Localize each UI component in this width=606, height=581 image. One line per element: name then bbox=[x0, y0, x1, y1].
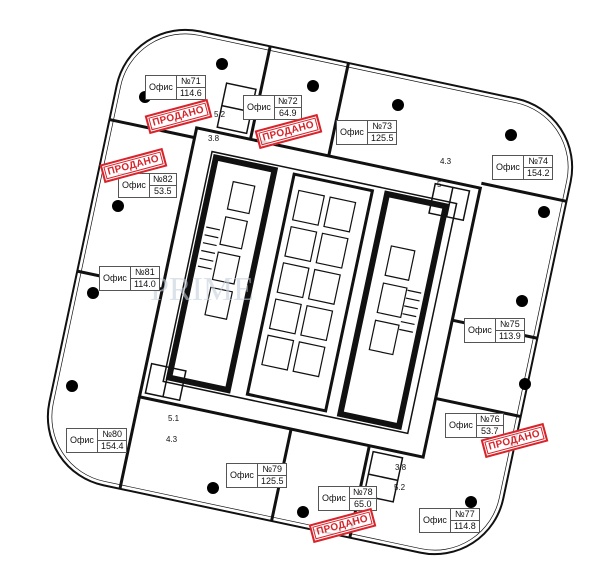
office-number: №73 bbox=[367, 121, 397, 133]
building-outline bbox=[46, 28, 574, 556]
office-number: №77 bbox=[450, 509, 479, 521]
office-area: 113.9 bbox=[498, 331, 521, 341]
office-area: 53.5 bbox=[154, 186, 172, 196]
office-number: №71 bbox=[176, 76, 205, 88]
office-number: №79 bbox=[257, 464, 287, 476]
office-word: Офис bbox=[465, 319, 496, 342]
office-number: №82 bbox=[149, 174, 176, 186]
office-number: №76 bbox=[476, 414, 503, 426]
office-number: №72 bbox=[274, 96, 301, 108]
office-word: Офис bbox=[493, 156, 524, 179]
small-room-area: 5.2 bbox=[214, 110, 226, 119]
small-room-area: 4.3 bbox=[166, 435, 178, 444]
office-word: Офис bbox=[67, 429, 98, 452]
office-area: 64.9 bbox=[279, 108, 297, 118]
small-room-area: 5.1 bbox=[168, 414, 180, 423]
office-number: №75 bbox=[495, 319, 524, 331]
office-word: Офис bbox=[319, 487, 350, 510]
small-room-area: 3.8 bbox=[208, 134, 220, 143]
office-area: 125.5 bbox=[370, 133, 394, 143]
office-word: Офис bbox=[119, 174, 150, 197]
small-room-area: 5 bbox=[437, 180, 442, 189]
office-area: 114.8 bbox=[453, 521, 476, 531]
small-room-area: 3.8 bbox=[395, 463, 407, 472]
small-room-area: 4.3 bbox=[440, 157, 452, 166]
office-number: №78 bbox=[349, 487, 376, 499]
watermark: PRIME bbox=[150, 271, 254, 308]
corridor-wall bbox=[137, 126, 483, 459]
office-number: №74 bbox=[523, 156, 553, 168]
office-word: Офис bbox=[446, 414, 477, 437]
office-area: 154.4 bbox=[100, 441, 124, 451]
office-word: Офис bbox=[146, 76, 177, 99]
office-number: №80 bbox=[97, 429, 127, 441]
office-word: Офис bbox=[100, 267, 131, 290]
office-area: 65.0 bbox=[354, 499, 372, 509]
office-word: Офис bbox=[337, 121, 368, 144]
office-area: 154.2 bbox=[526, 168, 550, 178]
office-area: 53.7 bbox=[481, 426, 499, 436]
office-area: 114.0 bbox=[133, 279, 156, 289]
office-word: Офис bbox=[227, 464, 258, 487]
office-area: 114.6 bbox=[179, 88, 202, 98]
core-outer bbox=[162, 150, 458, 435]
office-word: Офис bbox=[420, 509, 451, 532]
office-word: Офис bbox=[244, 96, 275, 119]
small-room-area: 5.2 bbox=[394, 483, 406, 492]
office-number: №81 bbox=[130, 267, 159, 279]
office-area: 125.5 bbox=[260, 476, 284, 486]
